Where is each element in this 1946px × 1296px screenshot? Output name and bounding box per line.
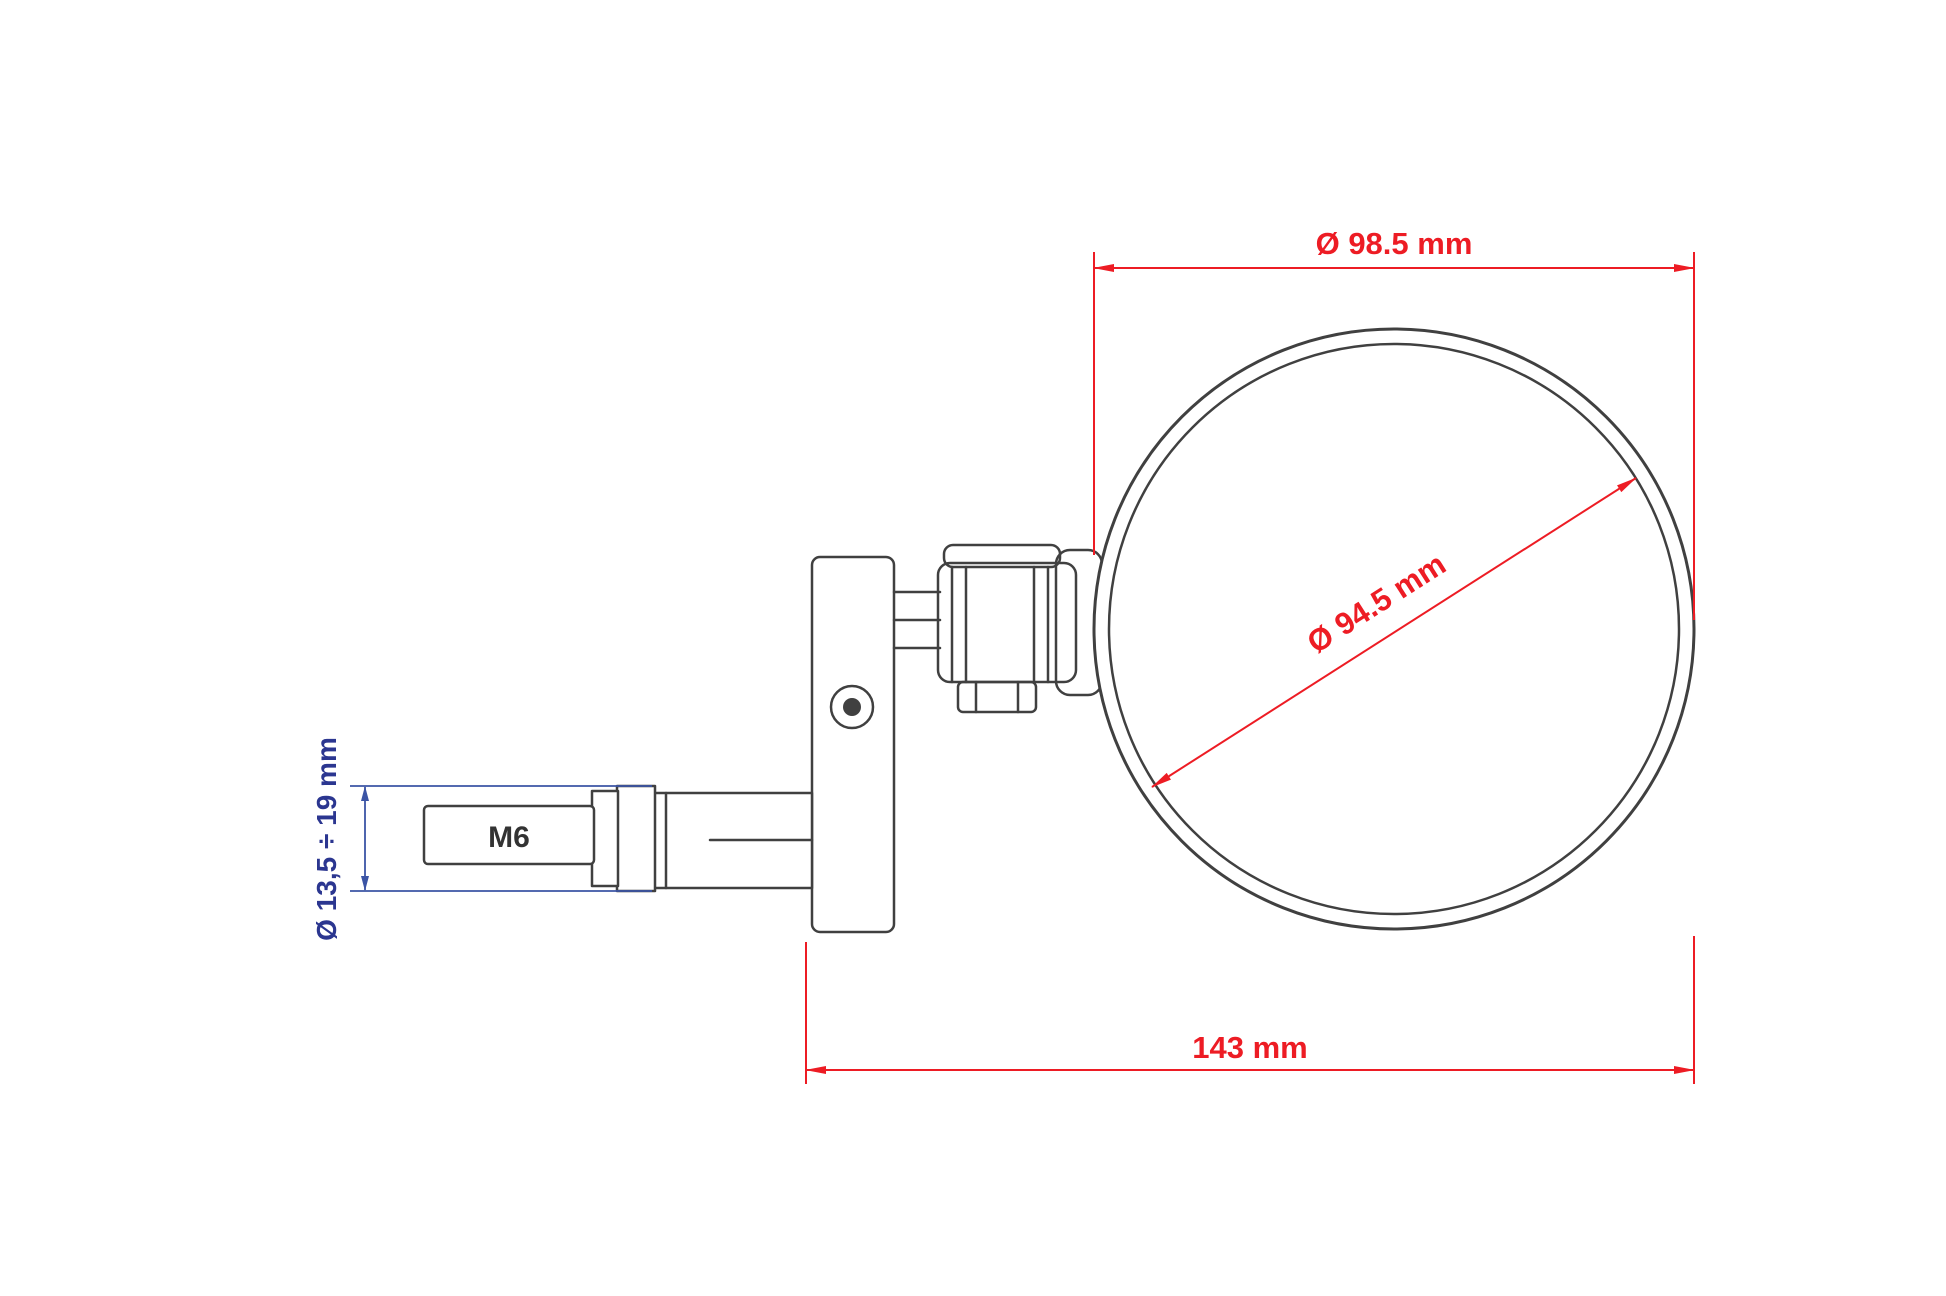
dimension-outer-diameter: Ø 98.5 mm — [1093, 226, 1695, 620]
mirror-glass-outline — [1107, 342, 1681, 916]
expander-flange — [615, 784, 657, 893]
adjuster-screw-socket — [843, 698, 861, 716]
expander-range-label: Ø 13,5 ÷ 19 mm — [311, 737, 342, 941]
overall-length-label: 143 mm — [1192, 1030, 1307, 1065]
hinge-top-cap — [942, 543, 1062, 569]
outer-diameter-label: Ø 98.5 mm — [1316, 226, 1473, 261]
thread-size-label: M6 — [488, 821, 530, 854]
hinge-lock-nut — [956, 680, 1038, 714]
dimension-line — [1151, 477, 1637, 788]
mount-body — [810, 555, 896, 934]
adjuster-screw — [829, 684, 875, 730]
expander-washer — [590, 789, 620, 888]
mirror-housing-outline — [1092, 327, 1696, 931]
dimension-expander-range: Ø 13,5 ÷ 19 mm — [311, 737, 652, 941]
dimension-overall-length: 143 mm — [805, 936, 1695, 1084]
mirror-head — [1092, 327, 1696, 931]
threaded-rod — [422, 804, 596, 866]
mount-assembly: M6 — [422, 543, 1104, 934]
